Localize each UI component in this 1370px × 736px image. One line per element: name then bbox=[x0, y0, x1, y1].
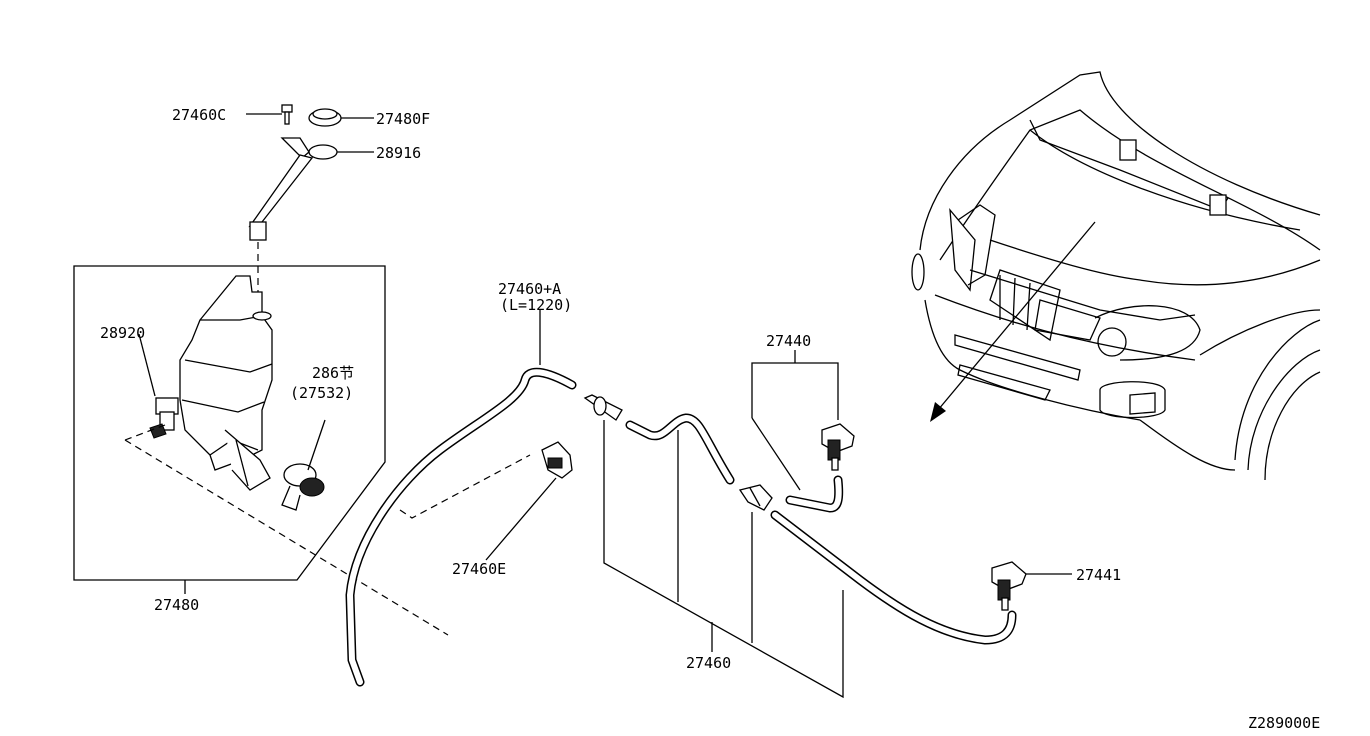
level-sensor-27532[interactable] bbox=[281, 463, 325, 511]
bracket-27460 bbox=[603, 420, 844, 699]
bolt-27460c[interactable] bbox=[281, 104, 293, 125]
cap-27480f[interactable] bbox=[308, 108, 342, 127]
t-joint[interactable] bbox=[738, 484, 773, 511]
diagram-code: Z289000E bbox=[1248, 714, 1320, 732]
washer-tank[interactable] bbox=[179, 275, 273, 491]
filler-neck-28916[interactable] bbox=[248, 137, 338, 241]
hose-t-to-27440[interactable] bbox=[785, 475, 844, 513]
tank-hose-dash bbox=[124, 439, 449, 636]
pump-28920[interactable] bbox=[124, 397, 179, 441]
hose-27460a[interactable] bbox=[345, 367, 577, 687]
label-27460a[interactable]: 27460+A bbox=[498, 280, 561, 298]
label-27480[interactable]: 27480 bbox=[154, 596, 199, 614]
label-27460a-length: (L=1220) bbox=[500, 296, 572, 314]
label-27532[interactable]: (27532) bbox=[290, 384, 353, 402]
label-27480f[interactable]: 27480F bbox=[376, 110, 430, 128]
clip-27460e[interactable] bbox=[541, 441, 573, 479]
hose-to-nozzle-27440[interactable] bbox=[625, 413, 735, 485]
bracket-27440 bbox=[751, 362, 839, 420]
vehicle-front-illustration bbox=[911, 71, 1321, 481]
hose-t-to-27441[interactable] bbox=[770, 510, 1017, 645]
label-27460[interactable]: 27460 bbox=[686, 654, 731, 672]
label-27460c[interactable]: 27460C bbox=[172, 106, 226, 124]
label-27441[interactable]: 27441 bbox=[1076, 566, 1121, 584]
tank-assembly-frame bbox=[73, 265, 386, 581]
leader-27460e bbox=[485, 477, 557, 561]
clip-27460e-dash bbox=[399, 454, 531, 519]
label-286[interactable]: 286节 bbox=[312, 364, 354, 382]
nozzle-27440[interactable] bbox=[821, 423, 855, 471]
nozzle-27441[interactable] bbox=[991, 561, 1027, 611]
leader-28920 bbox=[138, 333, 156, 397]
reservoir-filler-assembly bbox=[248, 104, 342, 312]
leader-27532 bbox=[307, 419, 326, 471]
label-28920[interactable]: 28920 bbox=[100, 324, 145, 342]
label-27460e[interactable]: 27460E bbox=[452, 560, 506, 578]
direction-arrow bbox=[937, 221, 1096, 411]
label-27440[interactable]: 27440 bbox=[766, 332, 811, 350]
label-28916[interactable]: 28916 bbox=[376, 144, 421, 162]
joint-connector[interactable] bbox=[583, 394, 623, 421]
